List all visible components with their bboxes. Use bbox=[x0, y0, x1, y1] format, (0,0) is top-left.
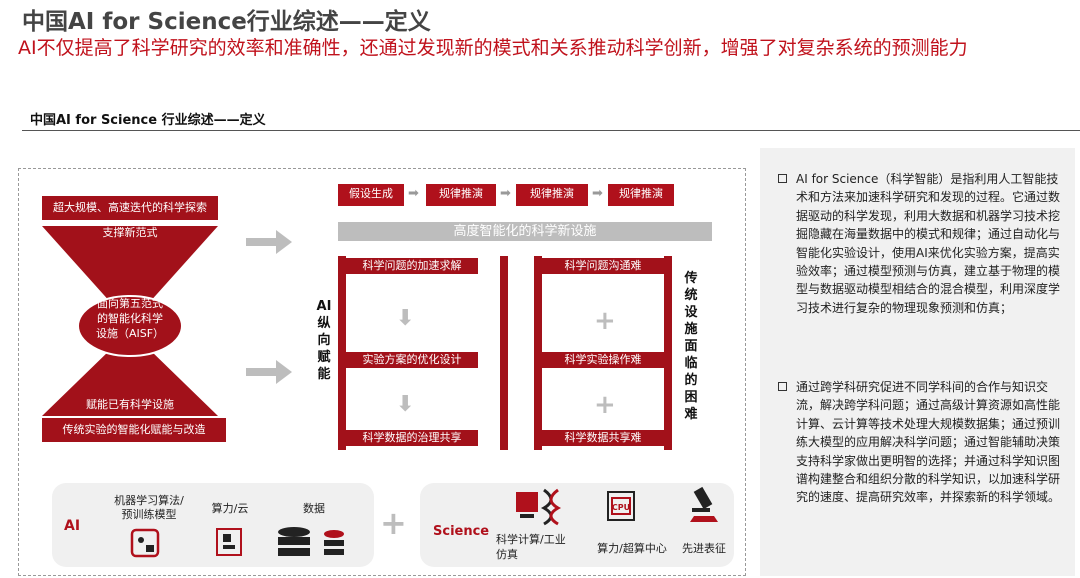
ai-item: 机器学习算法/ 预训练模型 bbox=[114, 494, 184, 521]
checkbox-bullet-icon bbox=[778, 174, 787, 183]
text-panel bbox=[760, 148, 1075, 576]
grey-arrow-icon bbox=[246, 230, 292, 254]
traditional-difficulty-label: 传统设施面临的困难 bbox=[684, 271, 698, 422]
arrow-right-icon: ➡ bbox=[592, 186, 603, 201]
process-step: 规律推演 bbox=[608, 184, 674, 206]
science-row-label: Science bbox=[433, 524, 490, 539]
section-divider bbox=[22, 130, 1080, 131]
arrow-down-icon: ⬇ bbox=[396, 392, 415, 417]
left-item: 科学问题的加速求解 bbox=[346, 258, 478, 274]
left-bracket-right bbox=[500, 256, 508, 450]
process-step: 规律推演 bbox=[516, 184, 588, 206]
grey-arrow-icon bbox=[246, 360, 292, 384]
process-step: 规律推演 bbox=[426, 184, 496, 206]
cpu-icon: CPU bbox=[607, 491, 635, 521]
arrow-right-icon: ➡ bbox=[408, 186, 419, 201]
right-bracket bbox=[534, 256, 542, 450]
right-item: 科学实验操作难 bbox=[542, 352, 664, 368]
empower-label: 赋能已有科学设施 bbox=[86, 398, 174, 411]
arrow-down-icon: ⬇ bbox=[396, 306, 415, 331]
arrow-right-icon: ➡ bbox=[500, 186, 511, 201]
ai-pill bbox=[52, 483, 374, 567]
ai-item: 算力/云 bbox=[211, 502, 249, 515]
ai-row-label: AI bbox=[64, 518, 81, 534]
bullet-text: 通过跨学科研究促进不同学科间的合作与知识交流，解决跨学科问题；通过高级计算资源如… bbox=[796, 380, 1061, 505]
diagram-frame bbox=[18, 168, 746, 576]
plus-icon: + bbox=[380, 504, 407, 542]
section-title: 中国AI for Science 行业综述——定义 bbox=[30, 113, 266, 128]
hourglass-bottom-label: 传统实验的智能化赋能与改造 bbox=[42, 418, 226, 442]
left-item: 实验方案的优化设计 bbox=[346, 352, 478, 368]
page-subtitle: AI不仅提高了科学研究的效率和准确性，还通过发现新的模式和关系推动科学创新，增强… bbox=[18, 37, 968, 59]
left-bracket bbox=[338, 256, 346, 450]
science-pill bbox=[420, 483, 734, 567]
hourglass-top-label: 超大规模、高速迭代的科学探索 bbox=[42, 196, 218, 220]
science-item: 先进表征 bbox=[682, 542, 726, 555]
database-icon bbox=[278, 527, 344, 556]
cpu-board-icon bbox=[216, 528, 242, 556]
hourglass-shape bbox=[42, 226, 218, 416]
science-item: 科学计算/工业 仿真 bbox=[496, 533, 566, 561]
microscope-icon bbox=[690, 486, 718, 522]
plus-icon: + bbox=[594, 306, 616, 336]
aisf-center-label: 面向第五范式 的智能化科学 设施（AISF） bbox=[95, 297, 165, 340]
plus-icon: + bbox=[594, 390, 616, 420]
support-label: 支撑新范式 bbox=[102, 226, 158, 239]
page-title: 中国AI for Science行业综述——定义 bbox=[22, 9, 431, 35]
dna-computing-icon bbox=[516, 488, 562, 526]
checkbox-bullet-icon bbox=[778, 382, 787, 391]
ai-vertical-label: AI纵向赋能 bbox=[316, 299, 332, 382]
left-item: 科学数据的治理共享 bbox=[346, 430, 478, 446]
bullet-item: 通过跨学科研究促进不同学科间的合作与知识交流，解决跨学科问题；通过高级计算资源如… bbox=[778, 378, 1068, 507]
bullet-text: AI for Science（科学智能）是指利用人工智能技术和方法来加速科学研究… bbox=[796, 172, 1061, 315]
bullet-item: AI for Science（科学智能）是指利用人工智能技术和方法来加速科学研究… bbox=[778, 170, 1068, 317]
ai-item: 数据 bbox=[303, 502, 325, 515]
infrastructure-bar: 高度智能化的科学新设施 bbox=[338, 222, 712, 241]
right-item: 科学问题沟通难 bbox=[542, 258, 664, 274]
process-step: 假设生成 bbox=[338, 184, 404, 206]
science-item: 算力/超算中心 bbox=[597, 542, 667, 555]
right-bracket-right bbox=[664, 256, 672, 450]
ml-model-icon bbox=[130, 528, 160, 558]
svg-text:CPU: CPU bbox=[612, 503, 630, 512]
right-item: 科学数据共享难 bbox=[542, 430, 664, 446]
